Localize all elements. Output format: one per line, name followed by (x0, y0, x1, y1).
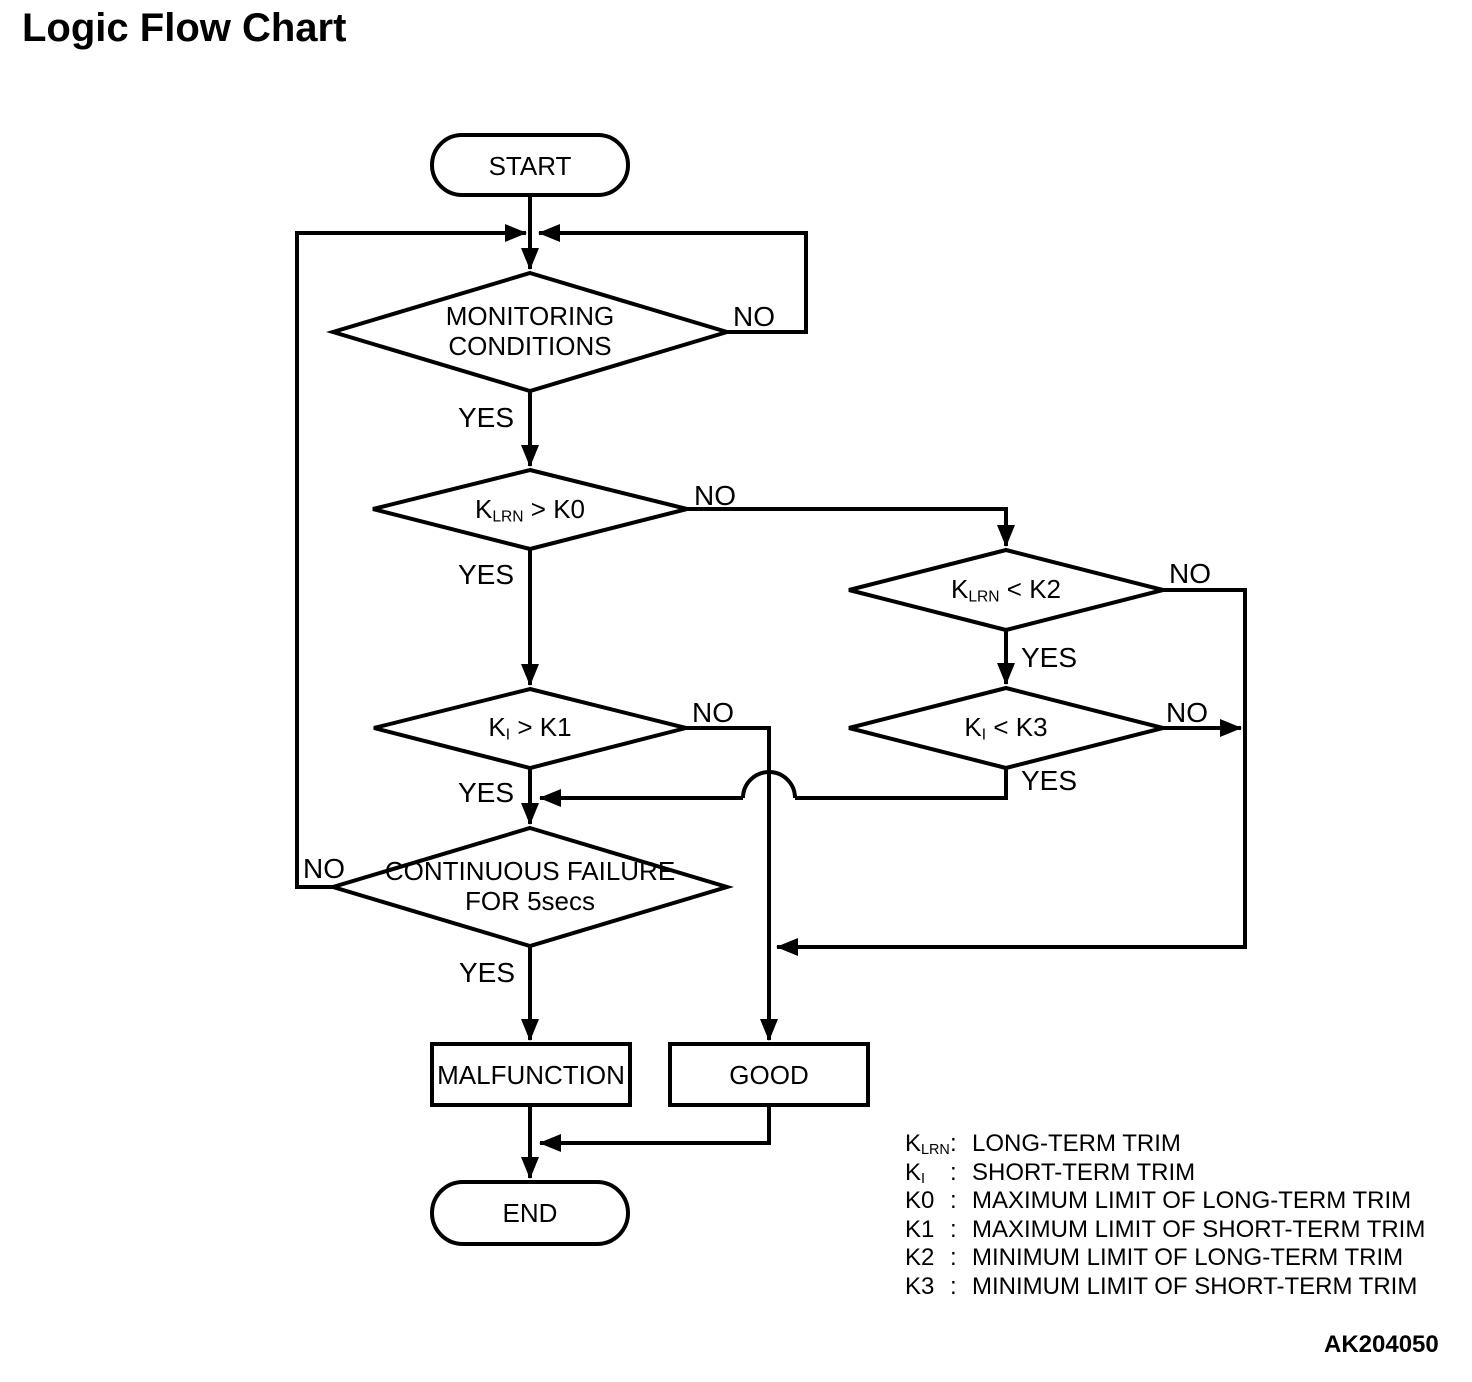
legend-row-k2: K2: MINIMUM LIMIT OF LONG-TERM TRIM (905, 1244, 1425, 1273)
klrn-lt-k2-yes-label: YES (1021, 642, 1078, 673)
klrn-gt-k0-decision-label: KLRN > K0 (475, 494, 585, 526)
ki-lt-k3-no-label: NO (1166, 697, 1208, 728)
malfunction-node-shape (430, 1042, 632, 1107)
ki-lt-k3-sub: I (981, 726, 987, 744)
continuous-failure-decision-label: CONTINUOUS FAILURE FOR 5secs (385, 856, 675, 916)
klrn-lt-k2-base: K (951, 574, 969, 604)
legend-def-k0: MAXIMUM LIMIT OF LONG-TERM TRIM (972, 1187, 1412, 1214)
legend-def-k2: MINIMUM LIMIT OF LONG-TERM TRIM (972, 1244, 1404, 1271)
legend-term-k3: K3 (905, 1272, 935, 1300)
edge-k1-no (686, 726, 778, 1041)
monitoring-decision-label: MONITORING CONDITIONS (446, 301, 615, 361)
klrn-gt-k0-base: K (475, 494, 493, 524)
legend-colon: : (950, 1272, 957, 1300)
legend-def-klrn: LONG-TERM TRIM (972, 1130, 1181, 1157)
end-node-shape (430, 1180, 630, 1246)
klrn-gt-k0-no-label: NO (694, 480, 736, 511)
edge-continuous-failure-no-loop (295, 224, 527, 889)
legend-term-klrn: KLRN (905, 1130, 950, 1159)
good-node-shape (668, 1042, 870, 1107)
klrn-gt-k0-yes-label: YES (458, 559, 515, 590)
page-title: Logic Flow Chart (22, 6, 347, 50)
monitoring-decision-shape (326, 270, 734, 394)
continuous-failure-yes-label: YES (459, 957, 516, 988)
legend-colon: : (950, 1244, 957, 1271)
ki-gt-k1-rest: > K1 (517, 712, 572, 742)
legend-def-k1: MAXIMUM LIMIT OF SHORT-TERM TRIM (972, 1215, 1426, 1243)
legend-row-k3: K3: MINIMUM LIMIT OF SHORT-TERM TRIM (905, 1273, 1425, 1302)
monitoring-no-label: NO (733, 301, 775, 332)
figure-code: AK204050 (1324, 1331, 1439, 1358)
monitoring-yes-label: YES (458, 402, 515, 433)
legend-row-klrn: KLRN: LONG-TERM TRIM (905, 1130, 1425, 1159)
monitoring-line1: MONITORING (445, 301, 615, 331)
klrn-lt-k2-rest: < K2 (1006, 574, 1061, 604)
continuous-failure-no-label: NO (303, 853, 345, 884)
legend-def-ki: SHORT-TERM TRIM (972, 1158, 1196, 1186)
klrn-gt-k0-rest: > K0 (530, 494, 585, 524)
klrn-gt-k0-decision-shape (372, 467, 688, 552)
ki-lt-k3-decision-shape (848, 685, 1164, 771)
continuous-failure-line2: FOR 5secs (464, 886, 596, 916)
legend-term-k1: K1 (905, 1215, 935, 1243)
start-node-label: START (488, 151, 572, 181)
malfunction-node-label: MALFUNCTION (437, 1060, 625, 1090)
legend-row-k1: K1: MAXIMUM LIMIT OF SHORT-TERM TRIM (905, 1216, 1425, 1245)
ki-gt-k1-base: K (488, 712, 506, 742)
legend-term-ki: KI (905, 1158, 926, 1187)
legend-def-k3: MINIMUM LIMIT OF SHORT-TERM TRIM (972, 1272, 1418, 1300)
legend-row-k0: K0: MAXIMUM LIMIT OF LONG-TERM TRIM (905, 1187, 1425, 1216)
legend-colon: : (950, 1158, 957, 1186)
ki-gt-k1-no-label: NO (692, 697, 734, 728)
ki-lt-k3-yes-label: YES (1021, 765, 1078, 796)
legend-term-k0: K0 (905, 1187, 935, 1214)
edge-good-to-end (539, 1105, 771, 1152)
ki-gt-k1-yes-label: YES (458, 777, 515, 808)
edge-k3-yes-bridge-arc (741, 770, 797, 799)
start-node-shape (430, 133, 630, 197)
edge-k3-yes-segment-right (795, 768, 1008, 800)
klrn-lt-k2-sub: LRN (968, 588, 1000, 606)
good-node-label: GOOD (729, 1060, 809, 1090)
ki-gt-k1-decision-label: KI > K1 (488, 712, 572, 744)
legend-term-k2: K2 (905, 1244, 935, 1271)
continuous-failure-decision-shape (326, 825, 734, 949)
legend-colon: : (950, 1215, 957, 1243)
ki-lt-k3-base: K (964, 712, 982, 742)
continuous-failure-line1: CONTINUOUS FAILURE (384, 856, 676, 886)
klrn-gt-k0-sub: LRN (492, 508, 524, 526)
ki-gt-k1-decision-shape (373, 686, 687, 771)
legend-colon: : (950, 1187, 957, 1214)
klrn-lt-k2-decision-label: KLRN < K2 (951, 574, 1061, 606)
legend-row-ki: KI: SHORT-TERM TRIM (905, 1159, 1425, 1188)
legend-colon: : (950, 1130, 957, 1157)
ki-lt-k3-rest: < K3 (993, 712, 1048, 742)
legend: KLRN: LONG-TERM TRIM KI: SHORT-TERM TRIM K… (905, 1130, 1425, 1301)
edge-k0-no (687, 507, 1015, 547)
end-node-label: END (502, 1198, 558, 1228)
klrn-lt-k2-decision-shape (848, 547, 1164, 633)
ki-lt-k3-decision-label: KI < K3 (964, 712, 1048, 744)
edge-monitoring-no-loop (538, 224, 808, 334)
monitoring-line2: CONDITIONS (448, 331, 612, 361)
ki-gt-k1-sub: I (505, 726, 511, 744)
klrn-lt-k2-no-label: NO (1169, 558, 1211, 589)
edge-k2-no (776, 588, 1247, 956)
